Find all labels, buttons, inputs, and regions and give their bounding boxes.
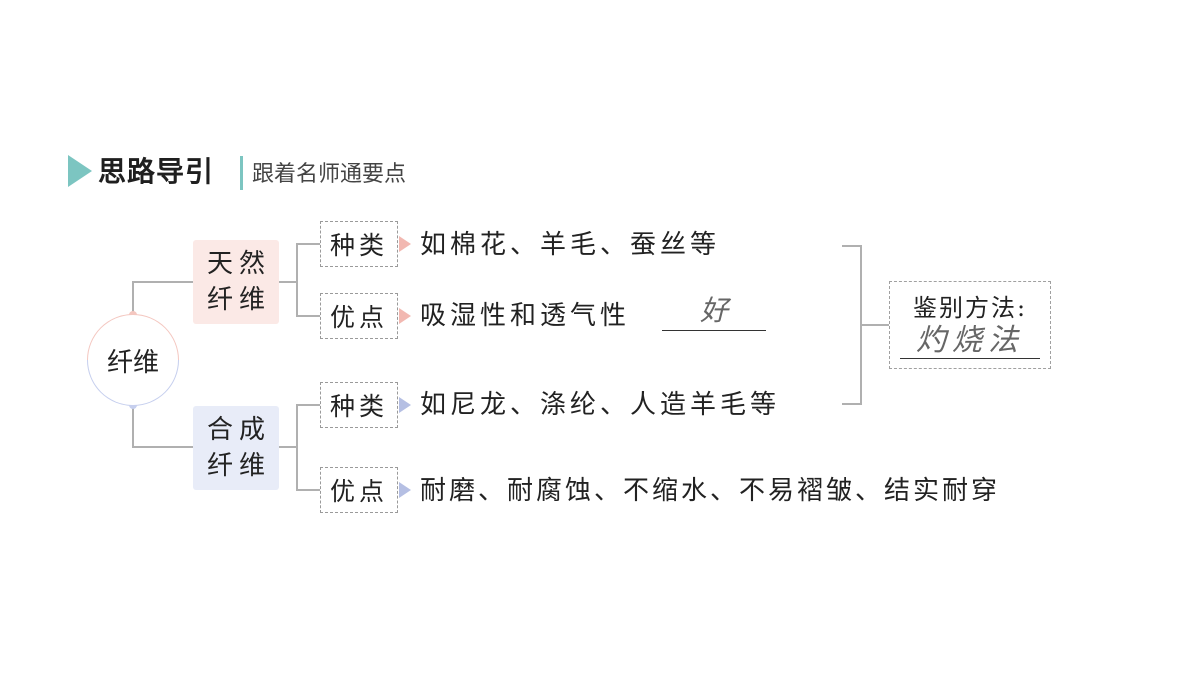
natural-fiber-node: 天然 纤维: [193, 240, 279, 324]
synthetic-merits-tag-label: 优点: [329, 477, 388, 506]
natural-types-tag: 种类: [320, 221, 398, 267]
synthetic-fiber-label-2: 纤维: [206, 451, 271, 481]
root-label: 纤维: [106, 347, 159, 378]
arrow-icon: [399, 397, 411, 413]
natural-types-tag-label: 种类: [329, 231, 388, 260]
arrow-icon: [399, 482, 411, 498]
natural-merits-answer: 好: [699, 294, 728, 327]
identification-bracket: [842, 245, 862, 405]
arrow-icon: [399, 308, 411, 324]
header-divider: [240, 156, 243, 190]
synthetic-to-merits-line: [296, 447, 320, 491]
natural-merits-text: 吸湿性和透气性: [420, 301, 631, 331]
synthetic-to-types-line: [279, 404, 320, 448]
synthetic-merits-text: 耐磨、耐腐蚀、不缩水、不易褶皱、结实耐穿: [420, 476, 1001, 506]
natural-to-merits-line: [296, 282, 320, 317]
natural-merits-tag: 优点: [320, 293, 398, 339]
synthetic-types-tag-label: 种类: [329, 392, 388, 421]
root-node: 纤维: [88, 315, 178, 405]
identification-box: 鉴别方法: 灼烧法: [889, 281, 1051, 369]
synthetic-merits-tag: 优点: [320, 467, 398, 513]
natural-fiber-label-2: 纤维: [206, 285, 271, 315]
section-title: 思路导引: [98, 155, 215, 188]
natural-merits-tag-label: 优点: [329, 303, 388, 332]
section-subtitle: 跟着名师通要点: [252, 162, 407, 187]
root-to-natural-line: [132, 280, 193, 315]
natural-to-types-line: [279, 243, 320, 283]
natural-types-text: 如棉花、羊毛、蚕丝等: [420, 230, 721, 260]
identification-label: 鉴别方法:: [912, 294, 1028, 322]
synthetic-fiber-label-1: 合成: [206, 415, 271, 445]
root-to-synthetic-line: [132, 405, 193, 448]
synthetic-types-text: 如尼龙、涤纶、人造羊毛等: [420, 390, 781, 420]
arrow-icon: [399, 236, 411, 252]
synthetic-fiber-node: 合成 纤维: [193, 406, 279, 490]
natural-merits-answer-blank: 好: [662, 294, 766, 331]
identification-answer: 灼烧法: [900, 324, 1040, 359]
synthetic-types-tag: 种类: [320, 382, 398, 428]
header-triangle-icon: [68, 155, 92, 187]
natural-fiber-label-1: 天然: [206, 249, 271, 279]
